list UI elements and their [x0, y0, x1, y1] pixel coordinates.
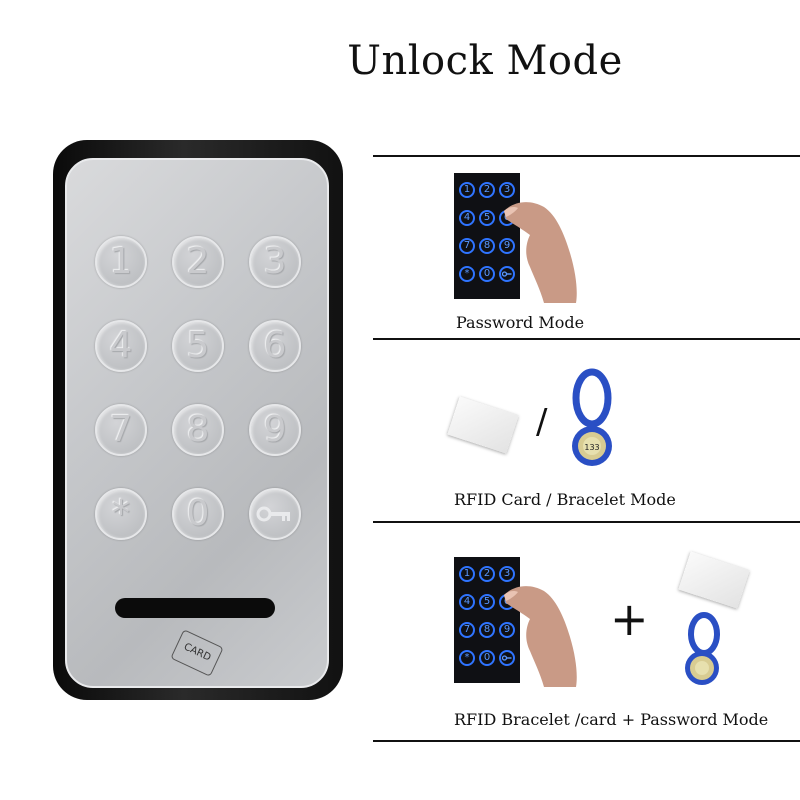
device-key-0: 0	[172, 488, 224, 540]
mini-key: 1	[459, 182, 475, 198]
device-key-icon	[249, 488, 301, 540]
rfid-card-image	[678, 551, 750, 609]
key-icon	[501, 271, 512, 277]
rfid-card-image	[447, 396, 519, 454]
card-slot	[115, 598, 275, 618]
divider-line	[373, 521, 800, 523]
finger-icon	[504, 202, 577, 303]
device-key-4: 4	[95, 320, 147, 372]
keypad-photo: 1 2 3 4 5 6 7 8 9 * 0	[454, 557, 520, 683]
mini-key: 4	[459, 210, 475, 226]
device-key-star: *	[95, 488, 147, 540]
device-key-6: 6	[249, 320, 301, 372]
mini-key: 9	[499, 622, 515, 638]
device-key-8: 8	[172, 404, 224, 456]
mini-key-icon	[499, 266, 515, 282]
mini-key-icon	[499, 650, 515, 666]
device-key-5: 5	[172, 320, 224, 372]
device-key-2: 2	[172, 236, 224, 288]
divider-line	[373, 740, 800, 742]
mini-key: 7	[459, 622, 475, 638]
plus-joiner: +	[610, 592, 649, 646]
mini-key: 3	[499, 566, 515, 582]
mini-key: 8	[479, 622, 495, 638]
mini-key: 1	[459, 566, 475, 582]
mini-key: 8	[479, 238, 495, 254]
mini-key: 0	[479, 650, 495, 666]
mini-key: 5	[479, 210, 495, 226]
mini-key: 0	[479, 266, 495, 282]
bracelet-image: 133	[572, 368, 612, 466]
bracelet-image	[685, 612, 720, 685]
mini-key: 5	[479, 594, 495, 610]
keypad-lock-device: 1 2 3 4 5 6 7 8 9 * 0 CARD	[53, 140, 343, 700]
mini-key: 2	[479, 182, 495, 198]
page-title: Unlock Mode	[347, 38, 623, 84]
device-face: 1 2 3 4 5 6 7 8 9 * 0 CARD	[65, 158, 329, 688]
mini-key: 4	[459, 594, 475, 610]
mini-key: *	[459, 266, 475, 282]
mini-key: 3	[499, 182, 515, 198]
bracelet-tag-number: 133	[584, 443, 599, 452]
mode-caption-combined: RFID Bracelet /card + Password Mode	[454, 710, 769, 729]
mode-separator: /	[536, 402, 548, 442]
mode-caption-rfid: RFID Card / Bracelet Mode	[454, 490, 676, 509]
device-key-1: 1	[95, 236, 147, 288]
mini-key: *	[459, 650, 475, 666]
key-icon	[256, 506, 290, 522]
mini-key: 2	[479, 566, 495, 582]
divider-line	[373, 155, 800, 157]
card-badge: CARD	[170, 629, 224, 677]
key-icon	[501, 655, 512, 661]
divider-line	[373, 338, 800, 340]
device-key-7: 7	[95, 404, 147, 456]
device-key-3: 3	[249, 236, 301, 288]
mode-caption-password: Password Mode	[456, 313, 585, 332]
device-key-9: 9	[249, 404, 301, 456]
mini-key: 7	[459, 238, 475, 254]
keypad-photo: 1 2 3 4 5 6 7 8 9 * 0	[454, 173, 520, 299]
mini-key: 9	[499, 238, 515, 254]
finger-icon	[504, 586, 577, 687]
